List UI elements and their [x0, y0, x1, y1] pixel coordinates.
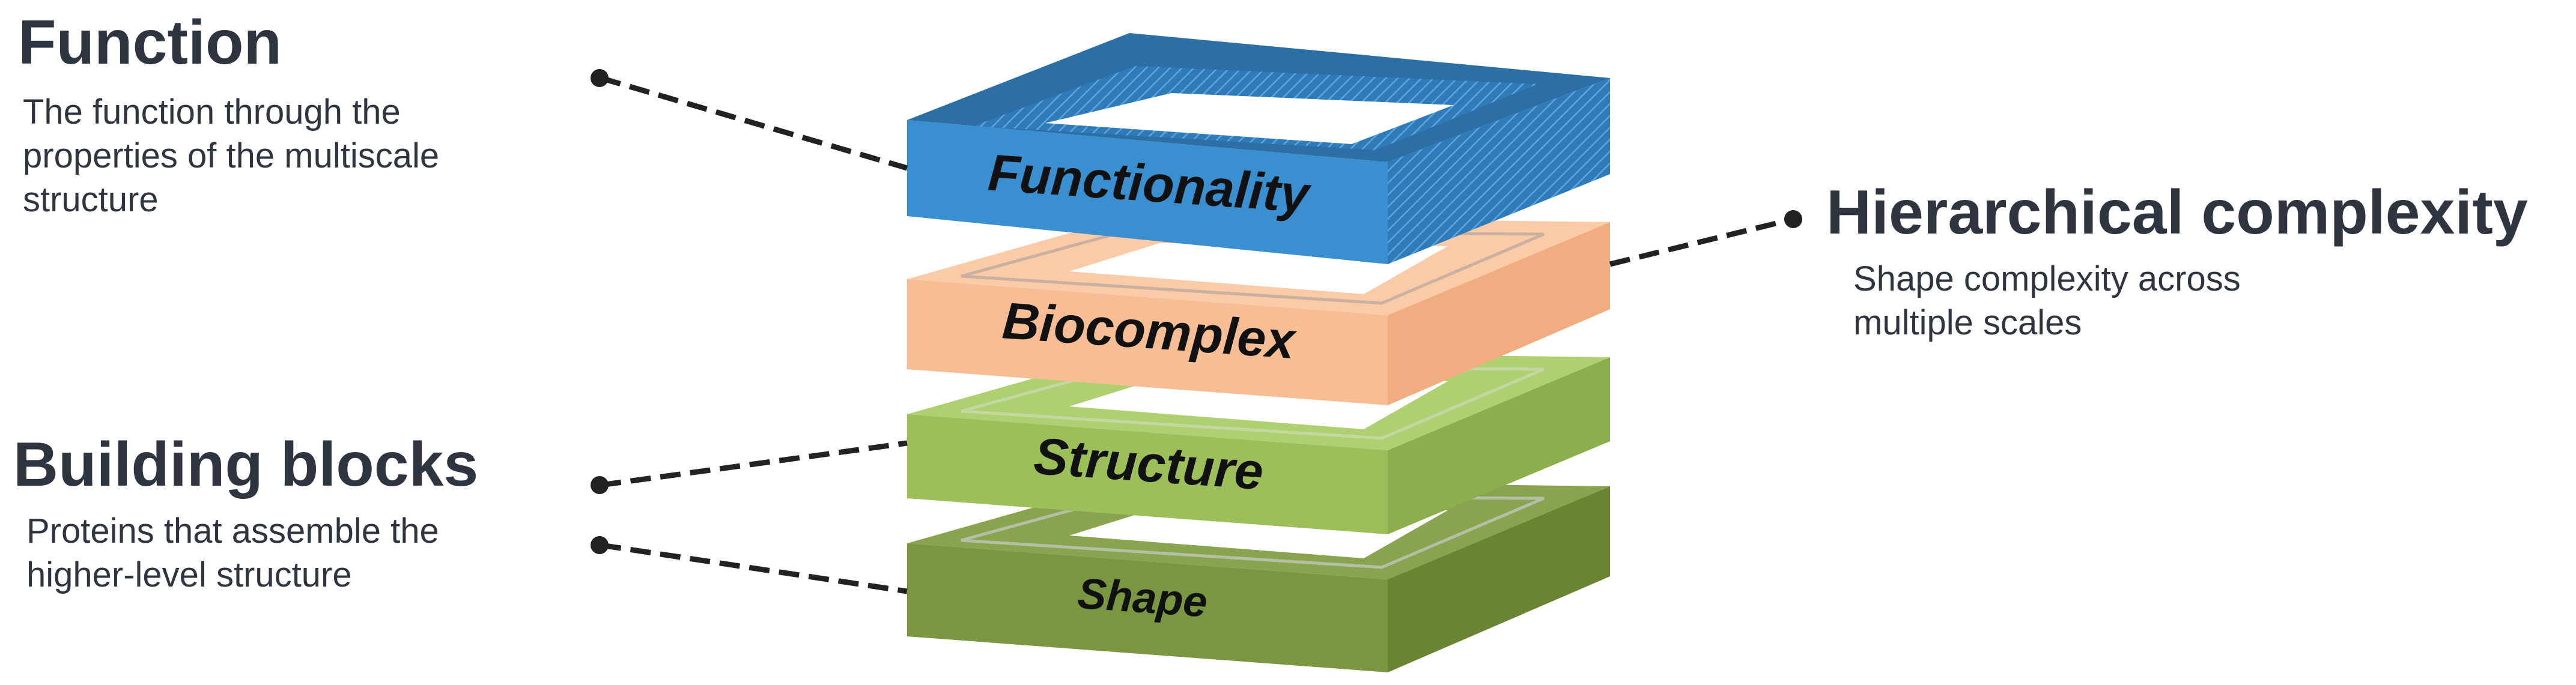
layer-functionality — [907, 33, 1610, 264]
functionality-hole — [1045, 93, 1454, 144]
endpoint-building-blocks-top — [591, 476, 609, 494]
function-description: The function through the properties of t… — [23, 90, 439, 222]
shape-front-face — [907, 543, 1388, 672]
functionality-front-face — [907, 120, 1388, 264]
shape-side-face — [1388, 486, 1610, 672]
hierarchical-complexity-description: Shape complexity across multiple scales — [1853, 257, 2241, 345]
function-desc-line: properties of the multiscale — [23, 136, 440, 175]
function-title: Function — [18, 8, 282, 77]
building-blocks-description: Proteins that assemble the higher-level … — [26, 509, 439, 597]
biocomplex-side-face — [1388, 222, 1610, 405]
connectors — [600, 75, 1794, 594]
connector-building-blocks-top — [600, 440, 908, 488]
hierarchical-complexity-title: Hierarchical complexity — [1826, 178, 2528, 247]
endpoint-function — [591, 69, 609, 87]
structure-side-face — [1388, 357, 1610, 534]
endpoint-building-blocks-bottom — [591, 536, 609, 554]
shape-inner-rim — [961, 494, 1545, 569]
building-blocks-desc-line: Proteins that assemble the — [26, 511, 439, 551]
functionality-side-face — [1388, 78, 1610, 264]
endpoint-hierarchical — [1784, 210, 1802, 228]
structure-inner-rim — [961, 365, 1545, 440]
biocomplex-front-face — [907, 279, 1388, 405]
building-blocks-desc-line: higher-level structure — [26, 555, 352, 594]
connector-function — [600, 75, 908, 171]
connector-endpoints — [591, 69, 1802, 554]
connector-hierarchical — [1609, 216, 1794, 267]
hierarchical-desc-line: multiple scales — [1853, 303, 2082, 342]
biocomplex-inner-rim — [961, 230, 1545, 305]
function-desc-line: structure — [23, 180, 159, 219]
connector-building-blocks-bottom — [600, 542, 908, 594]
hierarchical-desc-line: Shape complexity across — [1853, 259, 2241, 298]
function-desc-line: The function through the — [23, 92, 401, 131]
building-blocks-title: Building blocks — [13, 430, 479, 499]
structure-front-face — [907, 414, 1388, 534]
layer-label-shape: Shape — [1076, 570, 1209, 627]
